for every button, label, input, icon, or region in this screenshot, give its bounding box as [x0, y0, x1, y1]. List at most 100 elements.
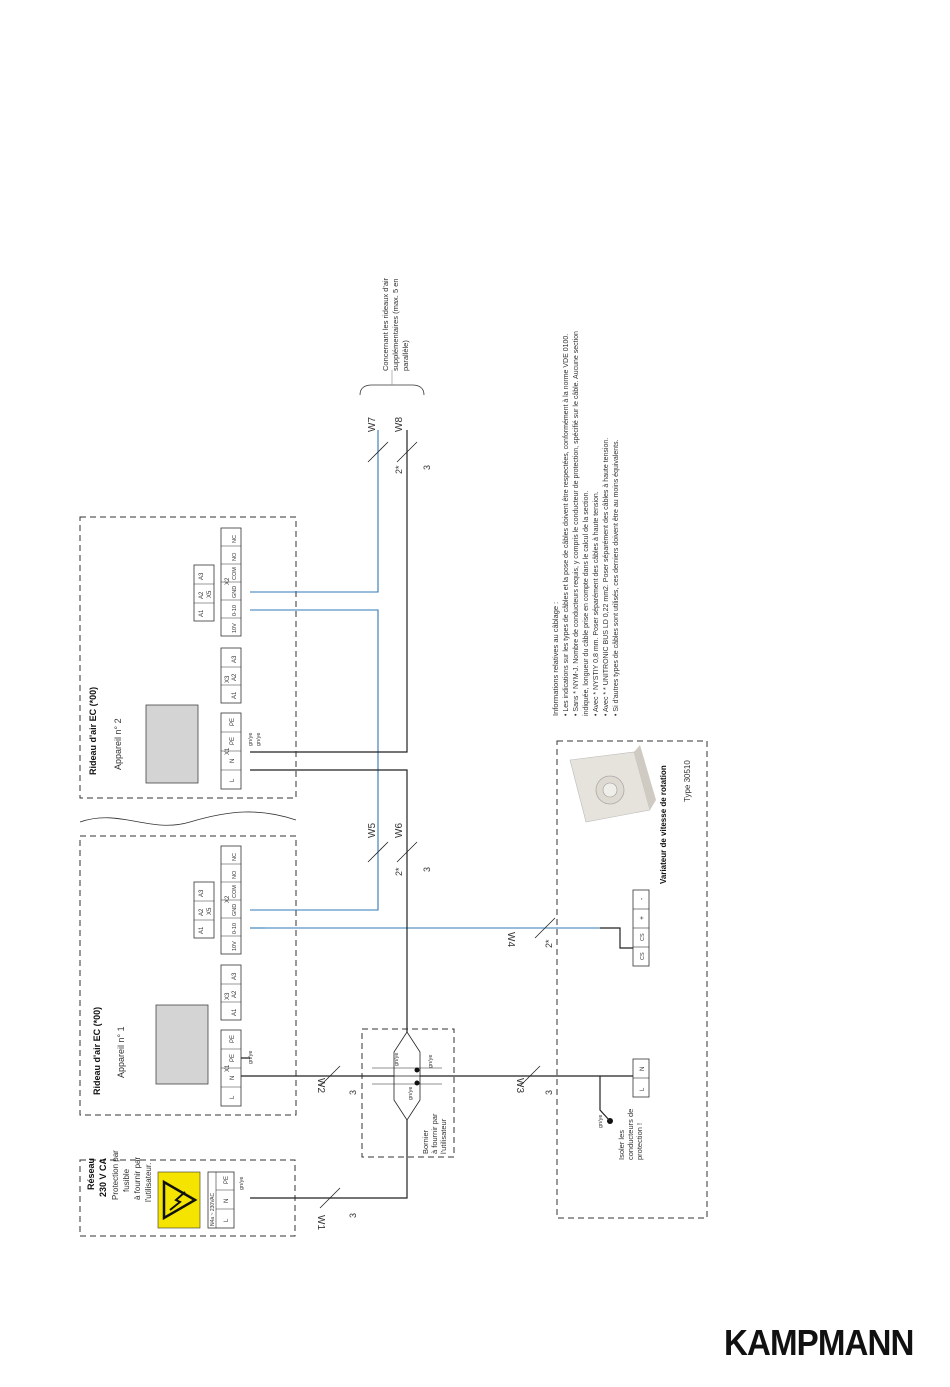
x2b-label: X2: [225, 577, 231, 585]
w7-tick: [367, 441, 389, 463]
device1-pe-loop: [241, 1057, 250, 1077]
device1-frame: [79, 835, 297, 1116]
x3-a2: A2: [232, 990, 238, 998]
x5b-a2: A2: [199, 591, 205, 599]
device2-gnye-1: gn/ye: [248, 733, 254, 746]
w4-tick: [534, 917, 556, 939]
terminal-strip-frame: [361, 1028, 455, 1158]
device1-subtitle: Appareil n° 1: [116, 1026, 126, 1078]
w6-tick: [396, 841, 418, 863]
x5b-a3: A3: [199, 572, 205, 580]
x2b-no: NO: [232, 552, 238, 561]
wire-w8: [250, 430, 408, 753]
network-terminal-block: N4a ~ 230VAC L N PE: [207, 1171, 235, 1229]
controller-frame: [556, 740, 708, 1219]
x2b-10v: 10V: [232, 623, 238, 633]
controller-photo: [569, 745, 656, 823]
device2-title: Rideau d'air EC (*00): [88, 687, 98, 775]
device1-x5-block: A1 A2 A3 X5: [193, 881, 215, 939]
w8-tick: [396, 441, 418, 463]
svg-text:supplémentaires (max. 5 en: supplémentaires (max. 5 en: [391, 278, 400, 371]
controller-power-block: L N: [632, 1058, 650, 1098]
wiring-info: Informations relatives au câblage : • Le…: [551, 331, 620, 716]
x1b-n: N: [230, 759, 236, 763]
break-wave: [79, 811, 297, 826]
ctl-cs2: CS: [640, 933, 646, 941]
x5b-a1: A1: [199, 609, 205, 617]
x3-a3: A3: [232, 972, 238, 980]
ctl-cs1: CS: [640, 952, 646, 960]
info-line-5: • Avec * * UNITRONIC BUS LD 0,22 mm2. Po…: [603, 438, 610, 716]
device1-x3-block: A1 A2 A3 X3: [220, 964, 242, 1021]
svg-text:à fournir par: à fournir par: [430, 1113, 439, 1154]
wire-device2-signal: [250, 430, 379, 593]
w6-label: W6: [394, 823, 405, 838]
strip-gnye-1: gn/ye: [394, 1053, 400, 1066]
info-line-1: • Les indications sur les types de câble…: [563, 334, 570, 716]
w4-count: 2*: [544, 939, 554, 948]
isolate-note: Isoler les conducteurs de protection !: [617, 1109, 644, 1160]
ctl-n: N: [640, 1067, 646, 1071]
x2-com: COM: [232, 885, 238, 898]
additional-brace: [359, 384, 425, 396]
x1-terminal-n: N: [230, 1076, 236, 1080]
device2-frame: [79, 516, 297, 799]
info-heading: Informations relatives au câblage :: [551, 602, 560, 716]
w7-count: 2*: [394, 465, 404, 474]
w8-count: 3: [422, 465, 432, 470]
w5-tick: [367, 841, 389, 863]
svg-text:Isoler les: Isoler les: [617, 1130, 626, 1160]
x5-a1: A1: [199, 926, 205, 934]
info-line-4: • Avec * NYSTIY 0,8 mm. Poser séparément…: [593, 491, 600, 716]
w3-count: 3: [544, 1090, 554, 1095]
x2-no: NO: [232, 870, 238, 879]
w8-label: W8: [394, 417, 405, 432]
x5-a3: A3: [199, 889, 205, 897]
x1b-label: X1: [225, 747, 231, 755]
w5-label: W5: [367, 823, 378, 838]
x2-10v: 10V: [232, 941, 238, 951]
x2-0-10: 0-10: [232, 923, 238, 934]
w1-label: W1: [315, 1215, 326, 1230]
ctl-minus: -: [639, 897, 646, 900]
x2b-0-10: 0-10: [232, 605, 238, 616]
x3b-a1: A1: [232, 691, 238, 699]
x1-terminal-pe2: PE: [230, 1035, 236, 1043]
network-note: Protection par fusible à fournir par l'u…: [111, 1150, 153, 1202]
x1-terminal-pe: PE: [230, 1054, 236, 1062]
x1b-pe: PE: [230, 737, 236, 745]
svg-text:l'utilisateur: l'utilisateur: [439, 1118, 448, 1154]
x3b-label: X3: [225, 675, 231, 683]
w6-count: 3: [422, 867, 432, 872]
device2-x2-block: 10V 0-10 GND COM NO NC X2: [220, 527, 242, 637]
x5b-label: X5: [207, 590, 213, 598]
svg-text:Protection par: Protection par: [111, 1150, 120, 1200]
x1b-l: L: [230, 778, 236, 782]
x2b-com: COM: [232, 567, 238, 580]
network-l: L: [224, 1218, 230, 1222]
strip-gnye-2: gn/ye: [428, 1055, 434, 1068]
network-gnye: gn/ye: [239, 1177, 245, 1190]
x1-terminal-l: L: [230, 1095, 236, 1099]
x2-label: X2: [225, 895, 231, 903]
svg-text:l'utilisateur.: l'utilisateur.: [144, 1163, 153, 1202]
w3-tick: [519, 1065, 541, 1087]
svg-text:protection !: protection !: [635, 1123, 644, 1160]
x2b-nc: NC: [232, 535, 238, 543]
device2-x1-block: L N PE PE X1: [220, 712, 242, 790]
w2-label: W2: [315, 1078, 326, 1093]
additional-note: Concernant les rideaux d'air supplémenta…: [381, 277, 410, 371]
device2-display: [145, 704, 199, 784]
device1-title: Rideau d'air EC (*00): [92, 1007, 102, 1095]
x3b-a2: A2: [232, 673, 238, 681]
wire-w5: [250, 609, 379, 911]
w5-count: 2*: [394, 867, 404, 876]
device2-subtitle: Appareil n° 2: [113, 718, 123, 770]
svg-text:Bornier: Bornier: [421, 1129, 430, 1154]
wire-w6: [250, 769, 408, 1032]
w3-label: W3: [514, 1078, 525, 1093]
info-line-2: • Sans * NYM-J. Nombre de conducteurs re…: [573, 331, 580, 716]
network-voltage: 230 V CA: [98, 1157, 108, 1197]
x2b-gnd: GND: [232, 586, 238, 598]
